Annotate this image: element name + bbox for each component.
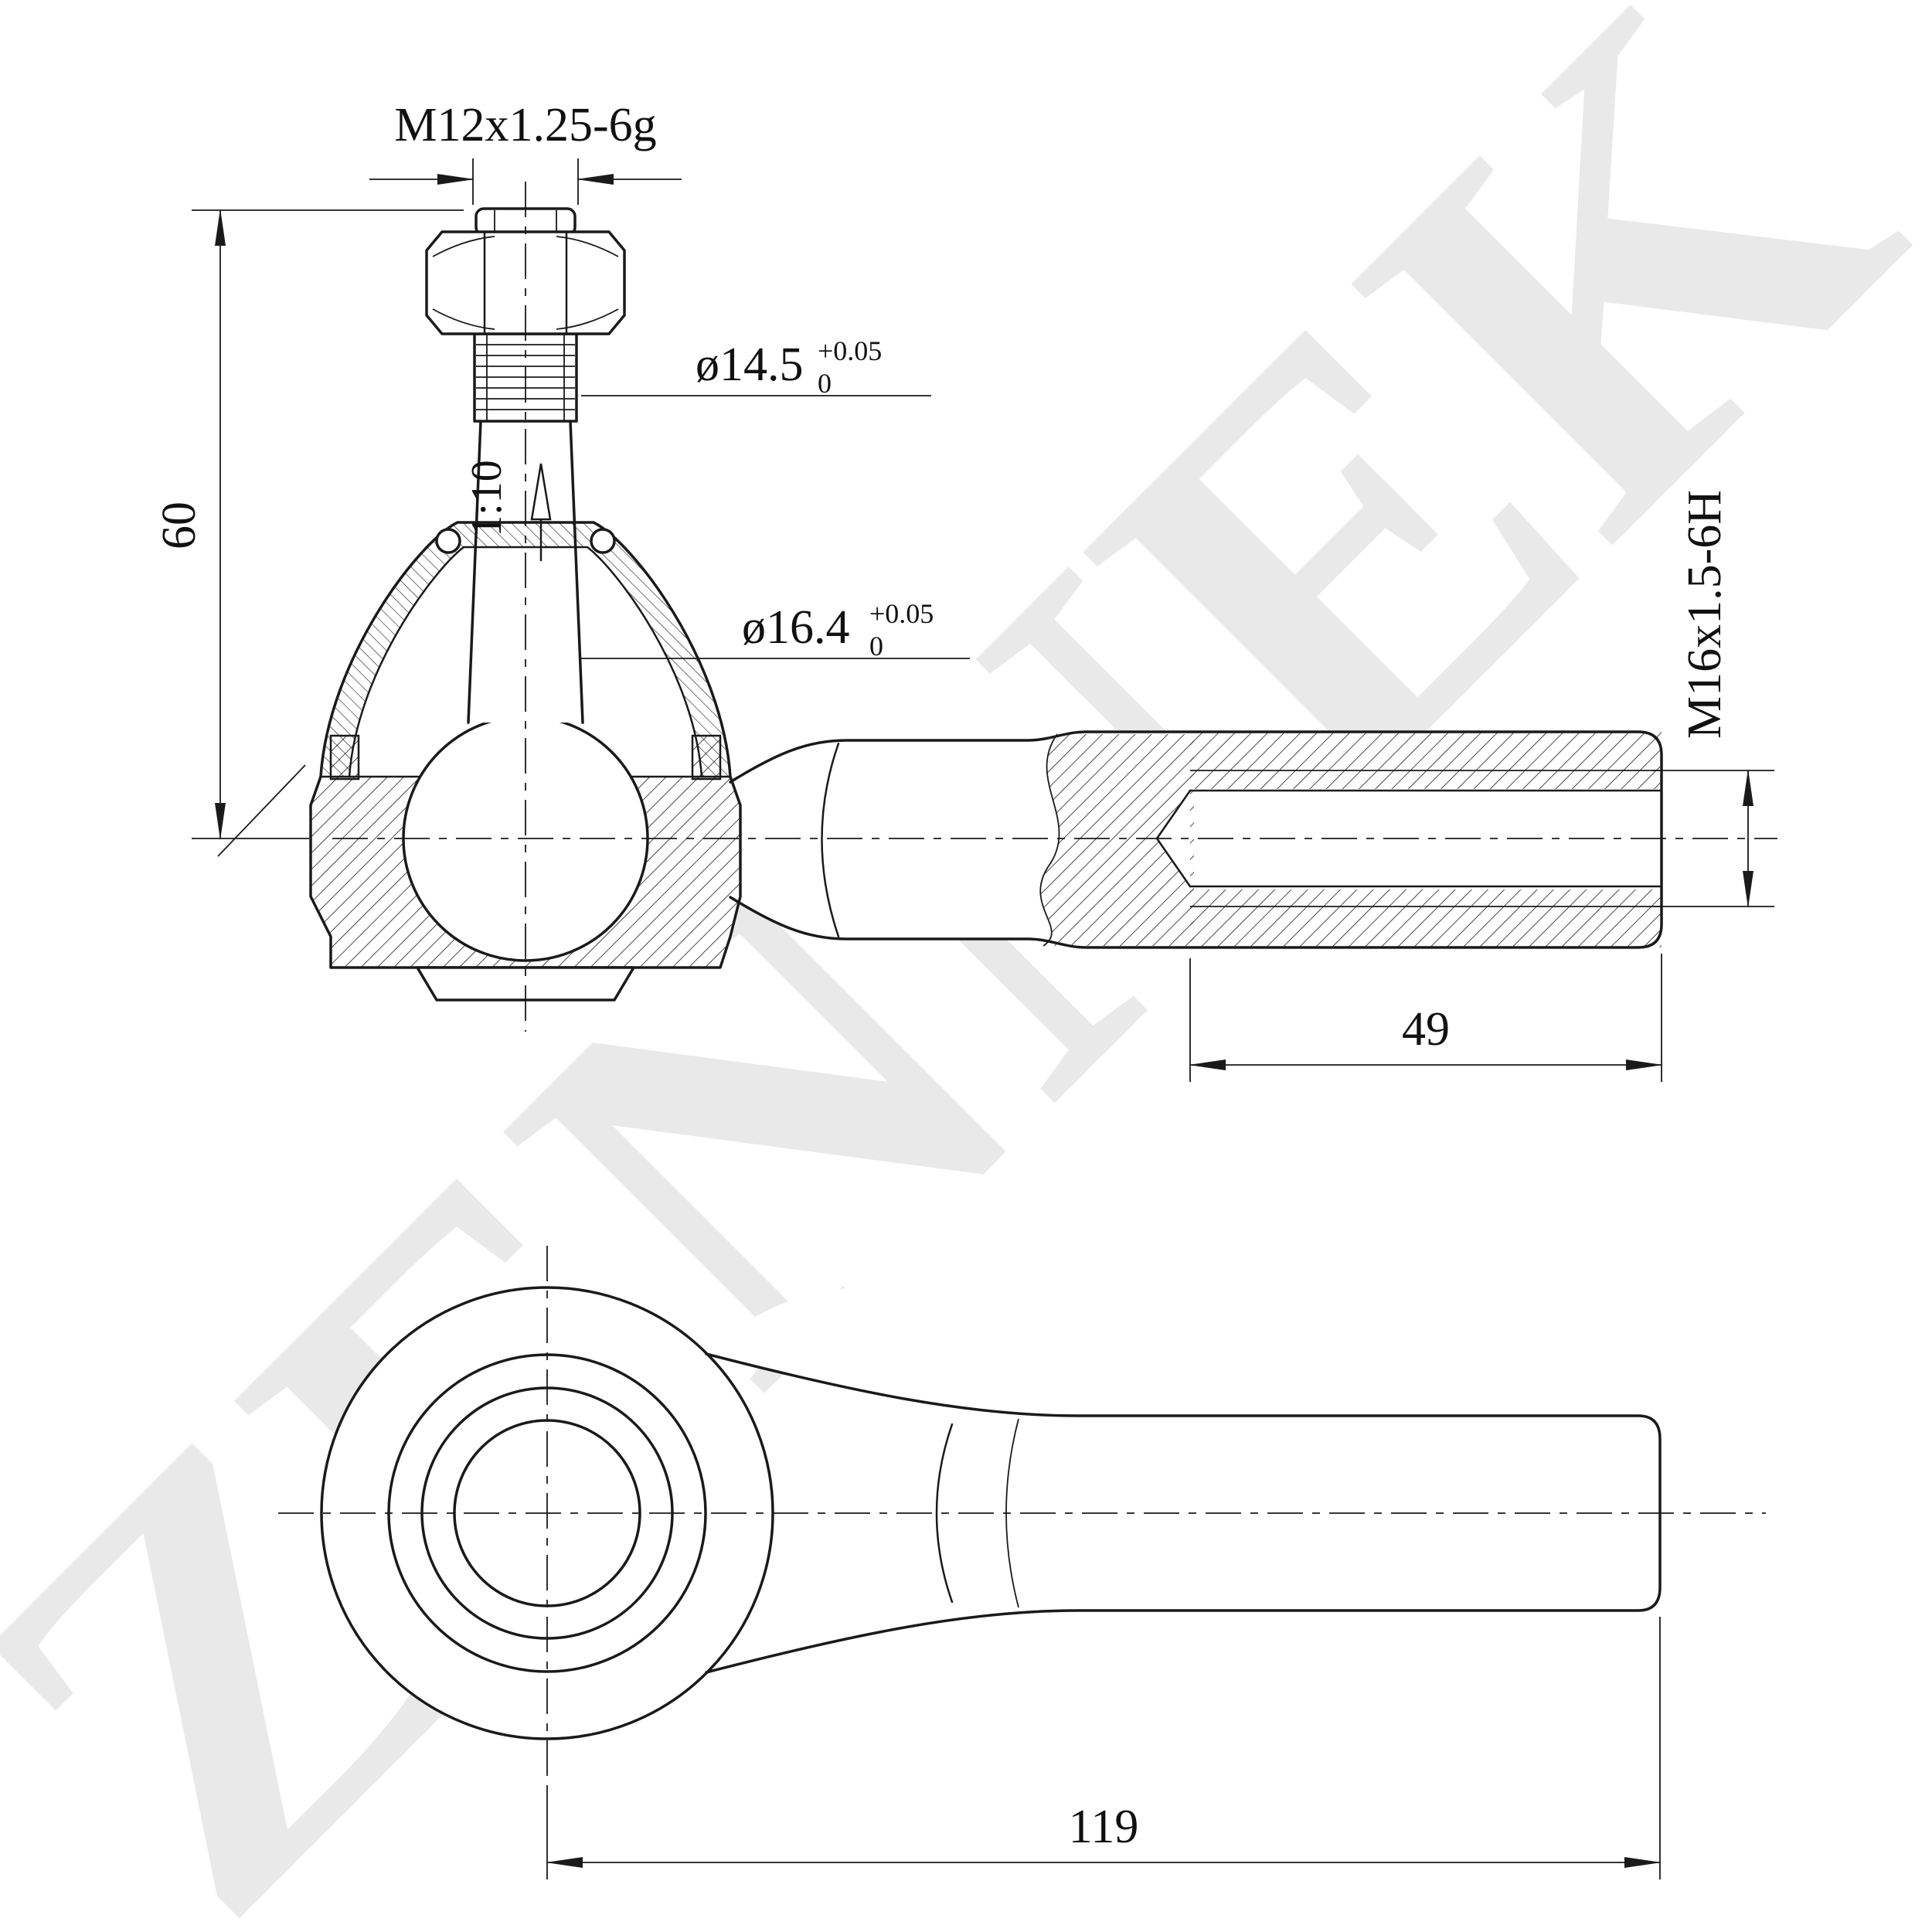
boot-clamp-left: [329, 734, 360, 781]
nut-chamfer-arcs: [432, 236, 619, 330]
plan-arm-fill: [706, 1287, 1660, 1740]
socket-thread-label: M16x1.5-6H: [1679, 490, 1731, 739]
boot-section-hatch: [321, 522, 730, 777]
dim-socket-thread: M16x1.5-6H: [1652, 490, 1774, 908]
thread-depth-label: 49: [1402, 1003, 1450, 1056]
large-dia-tol-plus: +0.05: [869, 598, 934, 629]
boot-spring-ring-left: [435, 528, 461, 554]
small-dia-label: ø14.5: [696, 338, 804, 391]
large-dia-label: ø16.4: [742, 601, 850, 654]
bore-chamfer: [1157, 791, 1190, 886]
boot-clamp-right: [691, 734, 722, 781]
dim-small-dia: ø14.5 +0.05 0: [581, 335, 931, 399]
dim-thread-depth-49: 49: [1189, 954, 1663, 1082]
section-break-line: [1039, 733, 1060, 947]
stud-taper-right: [569, 420, 584, 724]
arm-neck-section-hatch: [1040, 734, 1194, 946]
length-dim-label: 119: [1069, 1801, 1139, 1853]
height-dim-label: 60: [153, 502, 206, 549]
boot-spring-ring-right: [590, 528, 616, 554]
section-view: M12x1.25-6g 60 ø14.5 +0.05 0 1:10 ø16.4 …: [153, 99, 1777, 1082]
stud-thread-label: M12x1.25-6g: [394, 99, 656, 151]
castle-nut: [425, 230, 626, 335]
boot-inner-outline: [348, 546, 703, 778]
small-dia-tol-minus: 0: [818, 368, 832, 399]
stud-taper-left: [467, 420, 482, 724]
dim-large-dia: ø16.4 +0.05 0: [581, 598, 970, 662]
plan-neck-arc-1: [935, 1423, 954, 1604]
small-dia-tol-plus: +0.05: [818, 335, 882, 366]
dim-height-60: 60: [153, 209, 464, 857]
sleeve-top-wall-hatch: [1190, 732, 1662, 789]
neck-fillet-arc: [821, 742, 840, 938]
arm-outline: [729, 730, 1663, 949]
large-dia-tol-minus: 0: [869, 631, 883, 662]
bottom-cover-plate: [416, 966, 635, 1002]
sleeve-bottom-wall-hatch: [1190, 889, 1662, 947]
plan-view: 119: [278, 1246, 1766, 1879]
taper-label: 1:10: [463, 460, 511, 537]
dim-length-119: 119: [546, 1617, 1662, 1879]
dim-stud-thread: M12x1.25-6g: [369, 99, 682, 205]
